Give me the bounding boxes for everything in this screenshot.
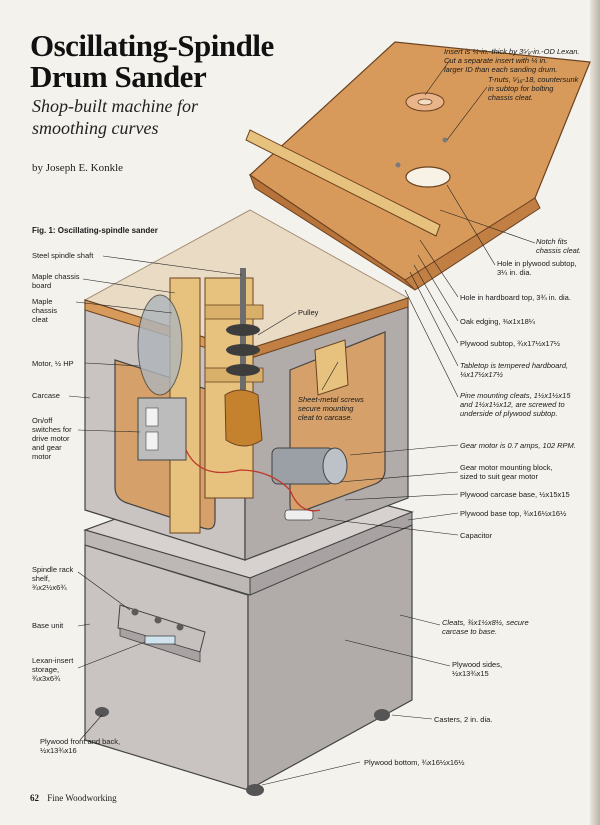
magazine-name: Fine Woodworking xyxy=(47,793,117,803)
label-sheet-metal-screws: Sheet-metal screws secure mounting cleat… xyxy=(298,395,364,422)
article-subtitle: Shop-built machine for smoothing curves xyxy=(32,96,198,138)
label-maple-chassis-cleat: Maple chassis cleat xyxy=(32,297,58,324)
label-plywood-sides: Plywood sides, ½x13¾x15 xyxy=(452,660,503,678)
label-casters: Casters, 2 in. dia. xyxy=(434,715,493,724)
label-carcase: Carcase xyxy=(32,391,60,400)
title-line-2: Drum Sander xyxy=(30,59,207,94)
leader-lines xyxy=(68,59,536,786)
label-gear-motor: Gear motor is 0.7 amps, 102 RPM. xyxy=(460,441,576,450)
title-line-1: Oscillating-Spindle xyxy=(30,28,274,63)
label-gear-motor-block: Gear motor mounting block, sized to suit… xyxy=(460,463,553,481)
label-tabletop: Tabletop is tempered hardboard, ¼x17½x17… xyxy=(460,361,569,379)
label-front-and-back: Plywood front and back, ½x13¾x16 xyxy=(40,737,121,755)
label-pulley: Pulley xyxy=(298,308,319,317)
article-title: Oscillating-Spindle Drum Sander xyxy=(30,30,274,92)
label-capacitor: Capacitor xyxy=(460,531,493,540)
carcase-illustration xyxy=(83,209,410,561)
page-number: 62 xyxy=(30,793,39,803)
label-insert-note: Insert is ¼-in.-thick by 3⁵⁄₈-in.-OD Lex… xyxy=(444,47,580,74)
label-tnuts-note: T-nuts, ⁵⁄₁₆-18, countersunk in subtop f… xyxy=(488,75,579,102)
label-steel-spindle-shaft: Steel spindle shaft xyxy=(32,251,94,260)
label-base-unit: Base unit xyxy=(32,621,64,630)
label-notch-note: Notch fits chassis cleat. xyxy=(536,237,582,255)
label-plywood-subtop: Plywood subtop, ¾x17½x17½ xyxy=(460,339,561,348)
label-carcase-base: Plywood carcase base, ½x15x15 xyxy=(460,490,570,499)
label-spindle-rack-shelf: Spindle rack shelf, ¾x2½x6¾ xyxy=(32,565,74,592)
label-plywood-base-top: Plywood base top, ¾x16½x16½ xyxy=(460,509,567,518)
label-motor: Motor, ½ HP xyxy=(32,359,74,368)
byline: by Joseph E. Konkle xyxy=(32,162,124,174)
figure-title: Fig. 1: Oscillating-spindle sander xyxy=(32,226,158,235)
label-cleats-note: Cleats, ¾x1½x8½, secure carcase to base. xyxy=(442,618,529,636)
page-spine-shadow xyxy=(590,0,600,825)
label-pine-cleats: Pine mounting cleats, 1½x1½x15 and 1½x1½… xyxy=(460,391,571,418)
page-footer: 62 Fine Woodworking xyxy=(30,793,117,803)
label-oak-edging: Oak edging, ⅜x1x18¼ xyxy=(460,317,536,326)
label-hole-plywood-subtop: Hole in plywood subtop, 3¼ in. dia. xyxy=(497,259,577,277)
label-onoff-switches: On/off switches for drive motor and gear… xyxy=(32,416,72,461)
label-plywood-bottom: Plywood bottom, ¾x16½x16½ xyxy=(364,758,465,767)
tabletop-illustration xyxy=(245,41,591,291)
label-maple-chassis-board: Maple chassis board xyxy=(32,272,80,290)
label-lexan-insert-storage: Lexan-insert storage, ¾x3x6¾ xyxy=(32,656,74,683)
label-hole-hardboard-top: Hole in hardboard top, 3¾ in. dia. xyxy=(460,293,571,302)
